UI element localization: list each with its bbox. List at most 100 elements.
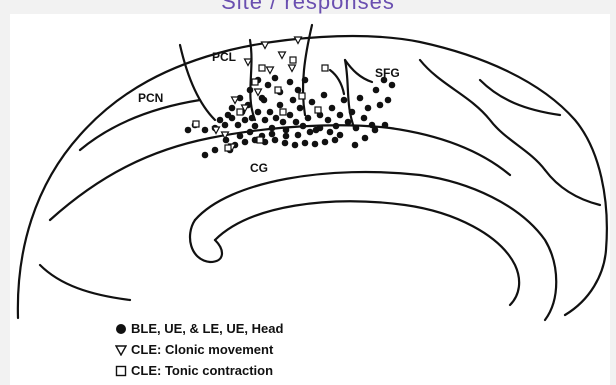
legend-text-square: CLE: Tonic contraction	[131, 363, 273, 378]
site-dot-28	[305, 115, 312, 122]
site-dot-49	[389, 82, 396, 89]
site-dot-23	[287, 112, 294, 119]
site-dot-71	[322, 139, 329, 146]
site-dot-37	[341, 97, 348, 104]
site-square-2	[322, 65, 328, 71]
site-square-4	[275, 87, 281, 93]
site-square-1	[290, 57, 296, 63]
label-sfg: SFG	[375, 66, 400, 80]
site-dot-34	[329, 105, 336, 112]
site-dot-0	[185, 127, 192, 134]
frontal-sulcus-3	[545, 170, 600, 205]
legend-row-triangle: CLE: Clonic movement	[115, 339, 283, 360]
site-dot-12	[249, 115, 256, 122]
legend-text-filled: BLE, UE, & LE, UE, Head	[131, 321, 283, 336]
site-dot-32	[321, 92, 328, 99]
site-triangle-4	[232, 97, 239, 104]
site-dot-8	[235, 122, 242, 129]
site-triangle-2	[279, 52, 286, 59]
callosum-inner	[215, 201, 519, 305]
site-dot-16	[262, 117, 269, 124]
site-dot-86	[269, 131, 276, 138]
callosum-notch	[190, 220, 222, 262]
site-dot-72	[332, 137, 339, 144]
site-dot-67	[282, 140, 289, 147]
legend-row-square: CLE: Tonic contraction	[115, 360, 283, 381]
site-square-11	[225, 145, 231, 151]
site-dot-20	[277, 102, 284, 109]
site-dot-18	[269, 125, 276, 132]
site-dot-25	[293, 119, 300, 126]
site-dot-29	[309, 99, 316, 106]
site-dot-84	[295, 132, 302, 139]
site-dot-10	[242, 117, 249, 124]
site-dot-54	[295, 87, 302, 94]
site-dot-79	[382, 122, 389, 129]
occipital-sulcus	[40, 265, 130, 300]
frontal-sulcus-1	[420, 60, 545, 170]
site-dot-45	[373, 87, 380, 94]
site-dot-17	[267, 109, 274, 116]
site-dot-88	[247, 129, 254, 136]
site-dot-76	[352, 142, 359, 149]
pcl-branch	[330, 70, 344, 94]
site-dot-35	[333, 123, 340, 130]
site-dot-47	[381, 77, 388, 84]
legend-text-triangle: CLE: Clonic movement	[131, 342, 273, 357]
site-dot-40	[353, 125, 360, 132]
site-dot-14	[255, 109, 262, 116]
site-square-8	[280, 109, 286, 115]
site-triangle-0	[262, 42, 269, 49]
site-dot-78	[372, 127, 379, 134]
sfg-branch	[345, 60, 372, 82]
site-dot-26	[297, 105, 304, 112]
legend-row-filled: BLE, UE, & LE, UE, Head	[115, 318, 283, 339]
site-dot-53	[287, 79, 294, 86]
site-dot-39	[349, 109, 356, 116]
site-dot-74	[212, 147, 219, 154]
label-cg: CG	[250, 161, 268, 175]
site-dot-33	[325, 117, 332, 124]
site-dot-4	[217, 117, 224, 124]
site-dot-38	[345, 119, 352, 126]
site-dot-60	[229, 115, 236, 122]
site-square-5	[299, 93, 305, 99]
site-dot-77	[362, 135, 369, 142]
site-dot-5	[222, 122, 229, 129]
site-dot-51	[272, 75, 279, 82]
site-dot-63	[242, 139, 249, 146]
site-dot-36	[337, 112, 344, 119]
site-dot-66	[272, 137, 279, 144]
site-dot-81	[327, 129, 334, 136]
site-dot-27	[300, 123, 307, 130]
site-dot-89	[237, 133, 244, 140]
site-dot-48	[385, 97, 392, 104]
site-dot-46	[377, 102, 384, 109]
open-triangle-icon	[115, 344, 127, 356]
frontal-sulcus-2	[480, 80, 560, 115]
open-square-icon	[115, 365, 127, 377]
site-square-6	[315, 107, 321, 113]
site-dot-42	[361, 115, 368, 122]
site-dot-21	[280, 119, 287, 126]
site-dot-19	[273, 115, 280, 122]
site-dot-58	[261, 97, 268, 104]
site-square-7	[237, 109, 243, 115]
site-dot-24	[290, 97, 297, 104]
site-dot-43	[365, 105, 372, 112]
site-dot-7	[229, 105, 236, 112]
site-dot-56	[247, 87, 254, 94]
site-dot-70	[312, 141, 319, 148]
site-triangle-5	[255, 89, 262, 96]
site-dot-22	[283, 127, 290, 134]
gyrus-line-1	[80, 100, 200, 150]
site-dot-83	[307, 129, 314, 136]
site-triangle-1	[295, 37, 302, 44]
filled-circle-icon	[115, 323, 127, 335]
site-dot-41	[357, 95, 364, 102]
cingulate-sulcus	[50, 125, 510, 220]
site-dot-68	[292, 142, 299, 149]
site-dot-13	[252, 123, 259, 130]
legend: BLE, UE, & LE, UE, Head CLE: Clonic move…	[115, 318, 283, 381]
